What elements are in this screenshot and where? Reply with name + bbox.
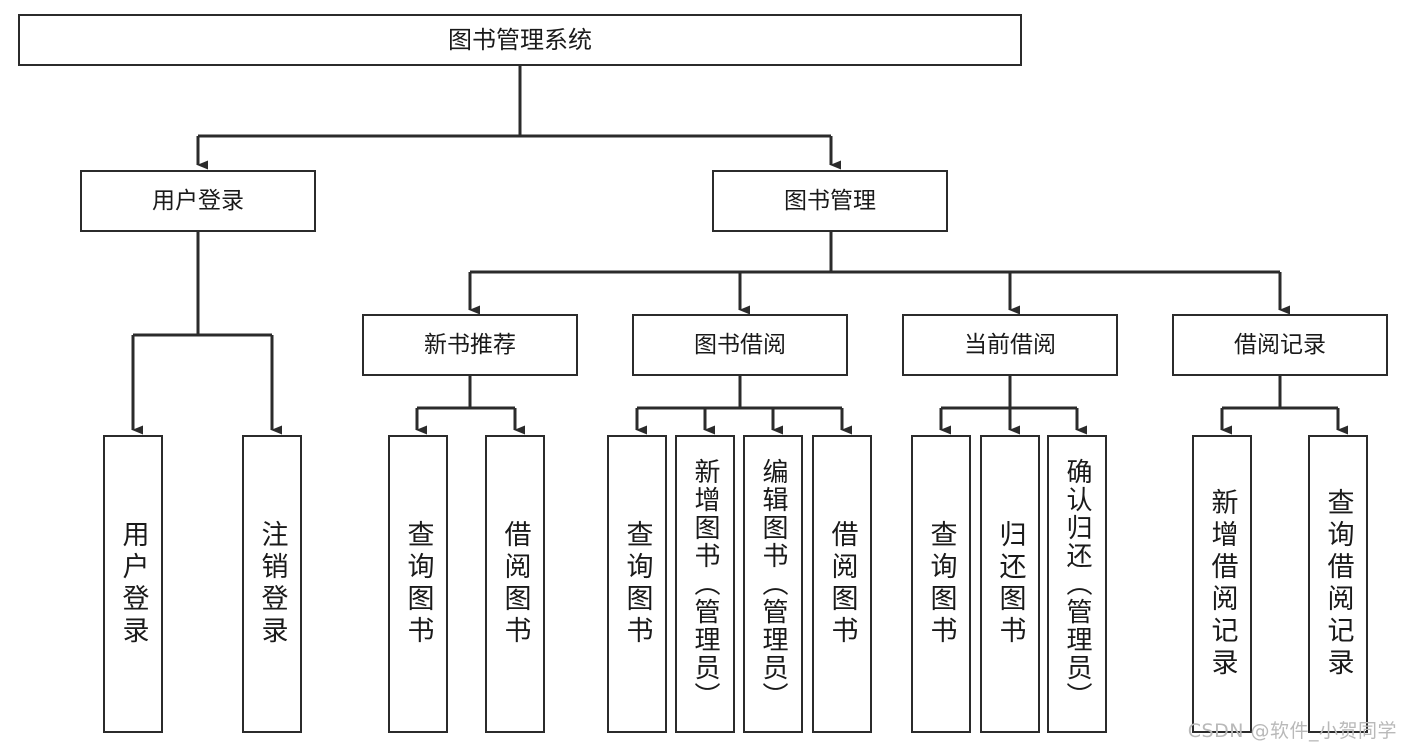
leaf-query-book-borrow[interactable]: 查询图书 [607, 435, 667, 733]
csdn-watermark: CSDN @软件_小贺同学 [1187, 720, 1397, 742]
leaf-logout[interactable]: 注销登录 [242, 435, 302, 733]
leaf-user-login[interactable]: 用户登录 [103, 435, 163, 733]
leaf-return-book[interactable]: 归还图书 [980, 435, 1040, 733]
leaf-edit-book-admin-label: 编辑图书（管理员） [758, 458, 788, 710]
leaf-confirm-return-admin[interactable]: 确认归还（管理员） [1047, 435, 1107, 733]
leaf-query-book-newbook-label: 查询图书 [402, 520, 434, 648]
leaf-edit-book-admin[interactable]: 编辑图书（管理员） [743, 435, 803, 733]
leaf-add-book-admin[interactable]: 新增图书（管理员） [675, 435, 735, 733]
leaf-add-borrow-record[interactable]: 新增借阅记录 [1192, 435, 1252, 733]
leaf-query-book-borrow-label: 查询图书 [621, 520, 653, 648]
node-current-borrow-label: 当前借阅 [964, 331, 1056, 358]
leaf-add-book-admin-label: 新增图书（管理员） [690, 458, 720, 710]
node-user-login-label: 用户登录 [152, 187, 244, 214]
leaf-query-book-current-label: 查询图书 [925, 520, 957, 648]
leaf-confirm-return-admin-label: 确认归还（管理员） [1062, 458, 1092, 710]
node-new-book-recommend-label: 新书推荐 [424, 331, 516, 358]
node-book-borrow-label: 图书借阅 [694, 331, 786, 358]
leaf-add-borrow-record-label: 新增借阅记录 [1206, 488, 1238, 680]
node-book-management[interactable]: 图书管理 [712, 170, 948, 232]
node-borrow-record[interactable]: 借阅记录 [1172, 314, 1388, 376]
node-user-login[interactable]: 用户登录 [80, 170, 316, 232]
leaf-borrow-book-borrow-label: 借阅图书 [826, 520, 858, 648]
node-root-book-management-system[interactable]: 图书管理系统 [18, 14, 1022, 66]
leaf-borrow-book-newbook-label: 借阅图书 [499, 520, 531, 648]
leaf-return-book-label: 归还图书 [994, 520, 1026, 648]
leaf-query-book-newbook[interactable]: 查询图书 [388, 435, 448, 733]
leaf-query-borrow-record[interactable]: 查询借阅记录 [1308, 435, 1368, 733]
node-borrow-record-label: 借阅记录 [1234, 331, 1326, 358]
leaf-borrow-book-newbook[interactable]: 借阅图书 [485, 435, 545, 733]
leaf-borrow-book-borrow[interactable]: 借阅图书 [812, 435, 872, 733]
node-current-borrow[interactable]: 当前借阅 [902, 314, 1118, 376]
node-new-book-recommend[interactable]: 新书推荐 [362, 314, 578, 376]
leaf-query-book-current[interactable]: 查询图书 [911, 435, 971, 733]
leaf-user-login-label: 用户登录 [117, 520, 149, 648]
leaf-logout-label: 注销登录 [256, 520, 288, 648]
node-book-management-label: 图书管理 [784, 187, 876, 214]
node-root-label: 图书管理系统 [448, 26, 592, 54]
node-book-borrow[interactable]: 图书借阅 [632, 314, 848, 376]
leaf-query-borrow-record-label: 查询借阅记录 [1322, 488, 1354, 680]
